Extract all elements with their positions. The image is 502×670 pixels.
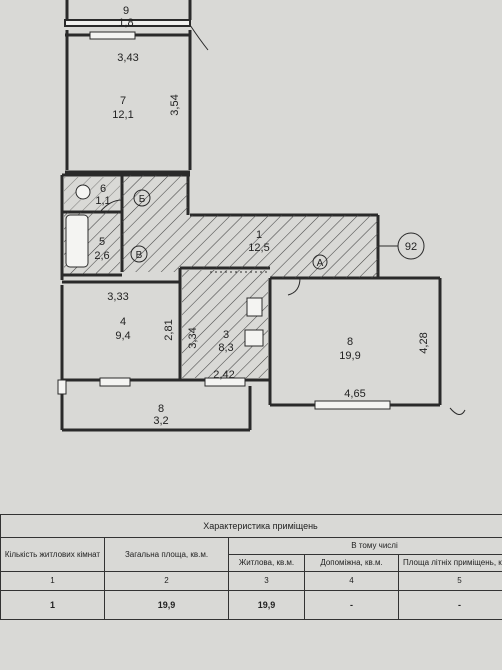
dim-3-43: 3,43: [117, 52, 138, 64]
room-5-number: 5: [99, 236, 105, 248]
col-living: Житлова, кв.м.: [228, 554, 305, 572]
room-7-number: 7: [120, 95, 126, 107]
dim-2-42: 2,42: [213, 369, 234, 381]
table-row: 1 19,9 19,9 - -: [0, 590, 502, 620]
room-6-number: 6: [100, 183, 106, 195]
table-subheader-row: Житлова, кв.м. Допоміжна, кв.м. Площа лі…: [1, 554, 502, 572]
room-8-number: 8: [347, 336, 353, 348]
table-cell: 2: [104, 571, 229, 591]
markers: Б В А 92: [130, 189, 425, 270]
door-arcs: [99, 24, 466, 415]
col-aux: Допоміжна, кв.м.: [304, 554, 399, 572]
table-cell: 5: [397, 571, 502, 591]
hatched-areas: [64, 175, 378, 378]
marker-a: А: [317, 258, 324, 269]
dim-2-81: 2,81: [163, 319, 175, 340]
room-5-area: 2,6: [94, 250, 109, 262]
room-3-number: 3: [223, 329, 229, 341]
fixtures: [65, 184, 268, 347]
room-labels: 9 1,8 7 12,1 6 1,1 5 2,6 1 12,5 4 9,4 3 …: [94, 5, 360, 427]
col-total: Загальна площа, кв.м.: [104, 537, 229, 572]
table-cell: 19,9: [228, 590, 305, 620]
table-cell: 3: [228, 571, 305, 591]
room-8b-number: 8: [158, 403, 164, 415]
dim-3-33: 3,33: [107, 291, 128, 303]
dimension-labels: 3,43 3,54 3,33 2,81 3,34 2,42 4,28 4,65: [107, 52, 430, 400]
room-4-number: 4: [120, 316, 126, 328]
room-characteristics: Характеристика приміщень Кількість житло…: [0, 514, 502, 670]
marker-92: 92: [405, 241, 417, 253]
room-3-area: 8,3: [218, 342, 233, 354]
room-1-number: 1: [256, 229, 262, 241]
floor-plan: 9 1,8 7 12,1 6 1,1 5 2,6 1 12,5 4 9,4 3 …: [57, 0, 466, 432]
room-7-area: 12,1: [112, 109, 133, 121]
dim-3-34: 3,34: [187, 327, 199, 348]
table-cell: 1: [0, 571, 105, 591]
table-header-row: Кількість житлових кімнат Загальна площа…: [0, 537, 502, 572]
col-rooms: Кількість житлових кімнат: [0, 537, 105, 572]
table-title: Характеристика приміщень: [0, 514, 502, 538]
dim-4-65: 4,65: [344, 388, 365, 400]
dim-4-28: 4,28: [418, 332, 430, 353]
room-1-area: 12,5: [248, 242, 269, 254]
table-title-row: Характеристика приміщень: [0, 514, 502, 538]
dim-3-54: 3,54: [169, 94, 181, 115]
marker-v: В: [136, 250, 143, 261]
table-cell: -: [397, 590, 502, 620]
table-index-row: 1 2 3 4 5: [0, 571, 502, 591]
room-4-area: 9,4: [115, 330, 130, 342]
windows: [57, 31, 391, 410]
room-8b-area: 3,2: [153, 415, 168, 427]
spec-table: Характеристика приміщень Кількість житло…: [0, 514, 502, 620]
room-9-area: 1,8: [118, 17, 133, 29]
table-cell: 4: [304, 571, 399, 591]
col-incl: В тому числі: [227, 537, 502, 555]
table-cell: 1: [0, 590, 105, 620]
table-cell: -: [304, 590, 399, 620]
room-6-area: 1,1: [95, 195, 110, 207]
col-summer: Площа літніх приміщень, кв.м.: [397, 554, 502, 572]
room-8-area: 19,9: [339, 350, 360, 362]
marker-b: Б: [139, 194, 146, 205]
room-9-number: 9: [123, 5, 129, 17]
table-cell: 19,9: [104, 590, 229, 620]
